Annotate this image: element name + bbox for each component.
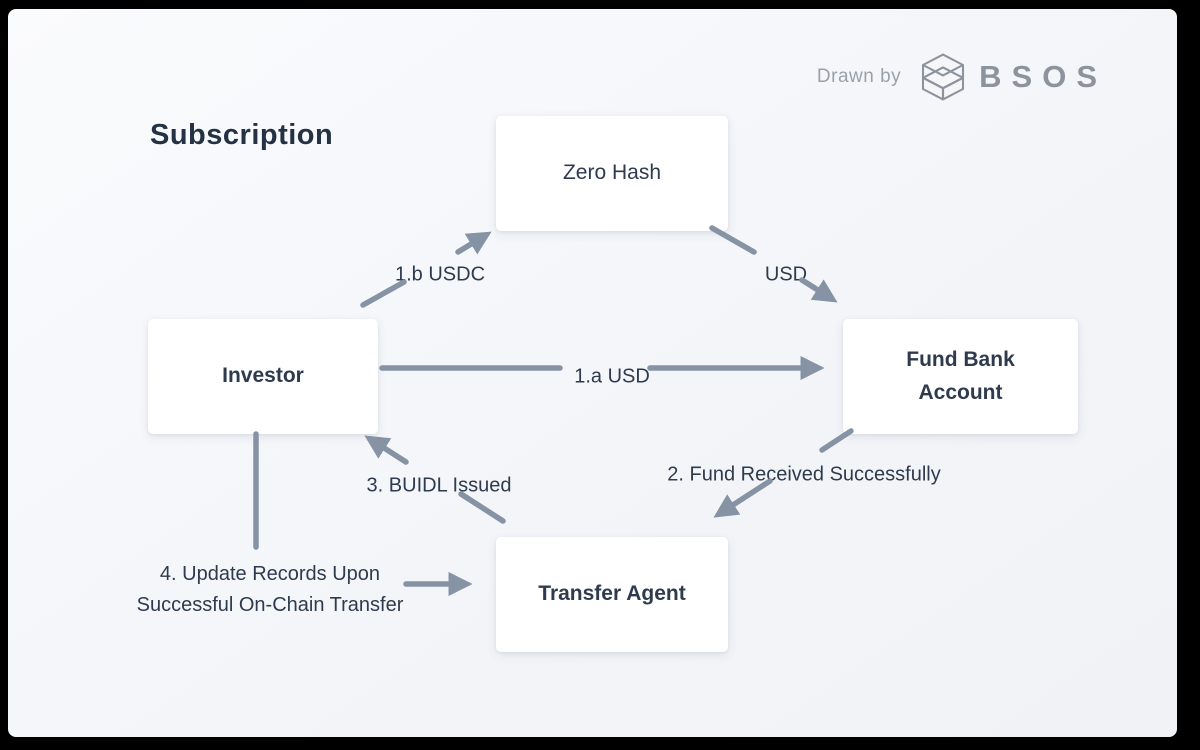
edge-label-update-records: 4. Update Records Upon Successful On-Cha… <box>136 563 404 616</box>
node-label: Zero Hash <box>562 161 662 185</box>
edge-label-buidl-issued: 3. BUIDL Issued <box>366 474 512 497</box>
node-fund-bank-account: Fund Bank Account <box>843 319 1078 434</box>
drawn-by-label: Drawn by <box>816 66 902 87</box>
brand-name: BSOS <box>979 59 1107 94</box>
diagram-canvas: Subscription Drawn by BSOS Zero Hash Inv… <box>8 9 1177 737</box>
node-label: Fund Bank Account <box>906 347 1015 404</box>
node-investor: Investor <box>148 319 378 434</box>
node-transfer-agent: Transfer Agent <box>496 537 728 652</box>
edge-label-usd: USD <box>764 263 808 286</box>
cube-lattice-icon <box>922 53 965 101</box>
edge-label-1a-usd: 1.a USD <box>574 365 650 388</box>
edge-label-1b-usdc: 1.b USDC <box>394 263 486 286</box>
brand-logo: BSOS <box>919 51 1107 103</box>
node-label: Transfer Agent <box>538 582 686 606</box>
page-title: Subscription <box>150 119 334 151</box>
node-label: Investor <box>222 364 304 388</box>
edge-label-fund-received: 2. Fund Received Successfully <box>667 463 941 486</box>
attribution: Drawn by BSOS <box>817 51 1107 103</box>
node-zero-hash: Zero Hash <box>496 116 728 231</box>
